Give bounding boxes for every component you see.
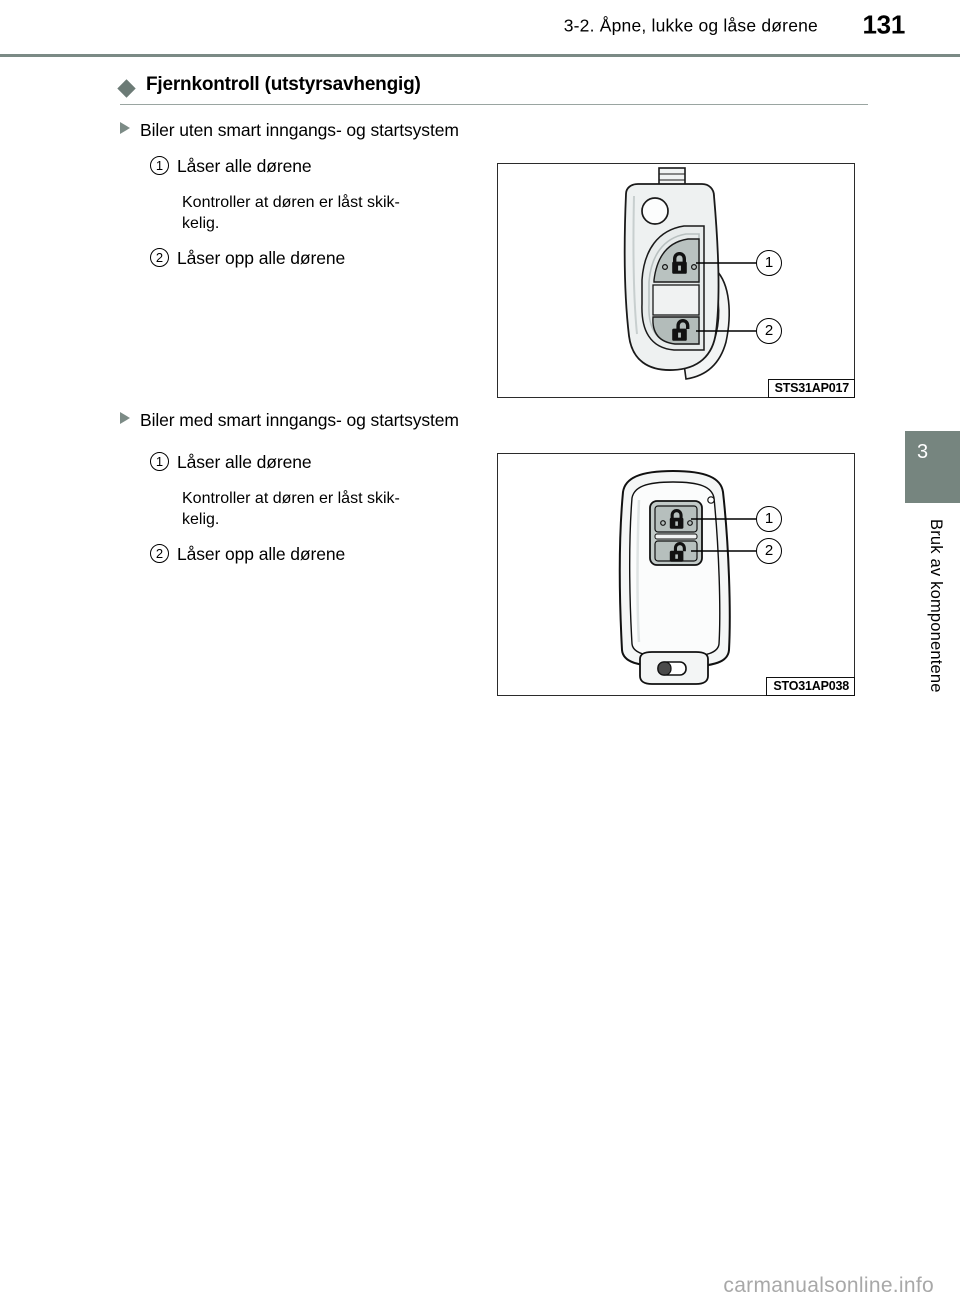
breadcrumb: 3-2. Åpne, lukke og låse dørene	[563, 15, 818, 36]
page-number: 131	[862, 9, 906, 40]
figure-callout-2: 2	[756, 318, 782, 344]
sub-heading-without-smart-entry: Biler uten smart inngangs- og startsyste…	[120, 120, 459, 146]
note-text: Kontroller at døren er låst skik- kelig.	[182, 488, 497, 530]
callout-number-1: 1	[150, 452, 169, 471]
triangle-bullet-icon	[120, 122, 130, 134]
figure-callout-1: 1	[756, 250, 782, 276]
section-divider	[120, 104, 868, 105]
figure-callout-1: 1	[756, 506, 782, 532]
sub-heading-with-smart-entry: Biler med smart inngangs- og startsystem	[120, 410, 459, 436]
note-line-2: kelig.	[182, 511, 220, 528]
flip-key-remote-illustration	[623, 167, 756, 380]
callout-number-2: 2	[150, 544, 169, 563]
triangle-bullet-icon	[120, 412, 130, 424]
chapter-number: 3	[917, 441, 929, 463]
watermark: carmanualsonline.info	[723, 1274, 934, 1297]
page-header: 3-2. Åpne, lukke og låse dørene 131	[0, 0, 960, 56]
figure-smart-key-fob: 1 2 STO31AP038	[497, 453, 855, 696]
figure-code: STO31AP038	[766, 677, 855, 696]
chapter-tab: 3	[905, 431, 960, 503]
figure-code: STS31AP017	[767, 379, 855, 398]
callout-number-1: 1	[150, 156, 169, 175]
smart-key-fob-illustration	[618, 469, 756, 685]
diamond-bullet-icon	[117, 79, 136, 98]
page-title: Fjernkontroll (utstyrsavhengig)	[146, 74, 421, 95]
note-line-2: kelig.	[182, 215, 220, 232]
figure-callout-2: 2	[756, 538, 782, 564]
note-line-1: Kontroller at døren er låst skik-	[182, 194, 400, 211]
figure-flip-key-remote: 1 2 STS31AP017	[497, 163, 855, 398]
note-line-1: Kontroller at døren er låst skik-	[182, 490, 400, 507]
callout-number-2: 2	[150, 248, 169, 267]
section-heading: Fjernkontroll (utstyrsavhengig)	[117, 74, 860, 104]
note-text: Kontroller at døren er låst skik- kelig.	[182, 192, 497, 234]
header-divider	[0, 54, 960, 57]
chapter-label: Bruk av komponentene	[927, 519, 945, 693]
